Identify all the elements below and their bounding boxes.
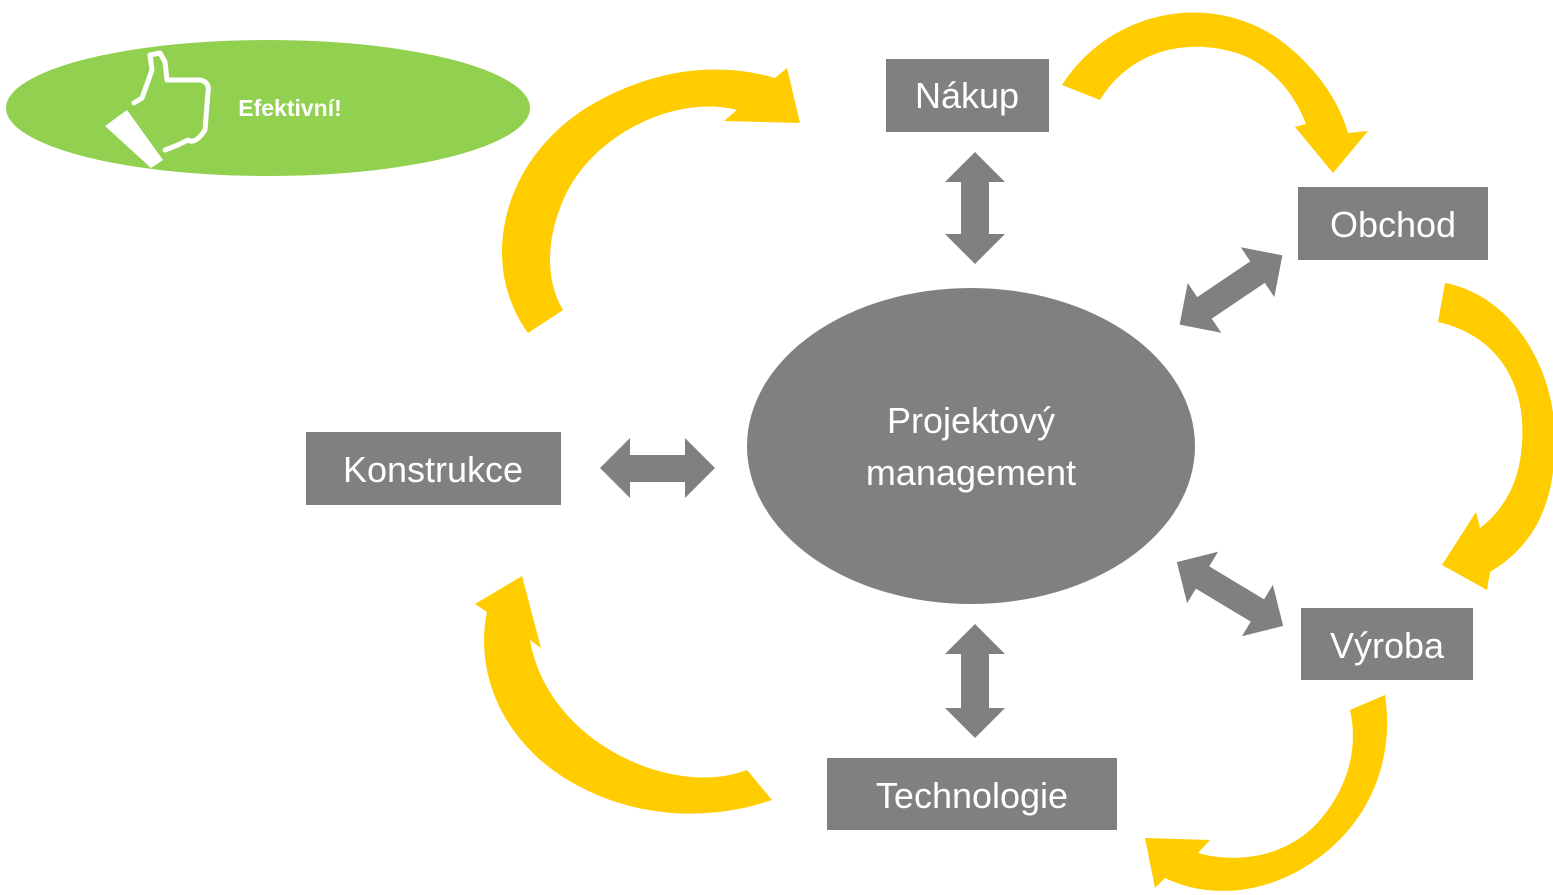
node-nakup-label: Nákup (915, 75, 1019, 116)
center-label-line2: management (866, 452, 1076, 493)
node-konstrukce-label: Konstrukce (343, 449, 523, 490)
badge-label: Efektivní! (238, 95, 342, 121)
center-node: Projektový management (747, 288, 1195, 604)
node-technologie-box (827, 758, 1117, 830)
node-obchod-label: Obchod (1330, 204, 1456, 245)
cycle-arrows (475, 12, 1553, 891)
cycle-arrow-technologie-konstrukce (475, 576, 772, 814)
node-konstrukce-box (306, 432, 561, 505)
node-vyroba: Výroba (1301, 608, 1473, 680)
node-obchod-box (1298, 187, 1488, 260)
node-nakup-box (886, 59, 1049, 132)
link-arrow-nakup (945, 152, 1005, 264)
node-konstrukce: Konstrukce (306, 432, 561, 505)
node-vyroba-label: Výroba (1330, 625, 1445, 666)
link-arrow-vyroba (1176, 551, 1284, 637)
node-obchod: Obchod (1298, 187, 1488, 260)
efektivni-badge: Efektivní! (6, 40, 530, 176)
cycle-arrow-obchod-vyroba (1438, 283, 1553, 590)
node-technologie: Technologie (827, 758, 1117, 830)
link-arrow-obchod (1179, 247, 1283, 333)
cycle-arrow-nakup-obchod (1062, 12, 1368, 173)
node-technologie-label: Technologie (876, 775, 1068, 816)
link-arrow-konstrukce (600, 438, 715, 498)
center-label-line1: Projektový (887, 400, 1055, 441)
cycle-arrow-konstrukce-nakup (501, 68, 800, 333)
link-arrow-technologie (945, 624, 1005, 738)
thumbs-up-icon (105, 50, 211, 168)
cycle-arrow-vyroba-technologie (1145, 695, 1388, 891)
node-vyroba-box (1301, 608, 1473, 680)
node-nakup: Nákup (886, 59, 1049, 132)
link-arrows (600, 152, 1284, 738)
center-ellipse (747, 288, 1195, 604)
